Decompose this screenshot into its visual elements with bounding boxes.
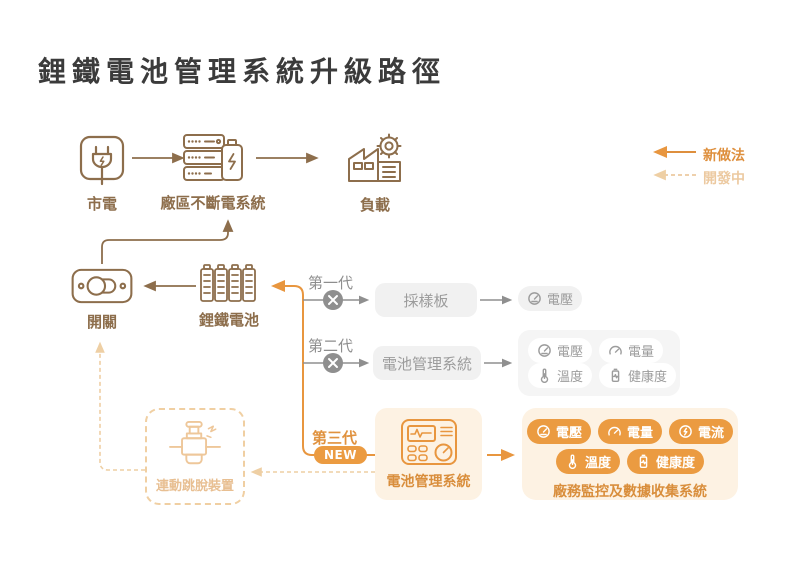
- metric-label: 溫度: [557, 370, 584, 385]
- trip-device-box: 連動跳脫裝置: [145, 408, 245, 505]
- gauge-icon: [527, 291, 542, 306]
- battery-pack-icon: [200, 264, 258, 302]
- gen3-bms-box: 電池管理系統: [375, 408, 482, 500]
- legend-new-method: 新做法: [703, 148, 745, 164]
- gen2-bms-box: 電池管理系統: [373, 346, 481, 380]
- metric-label: 溫度: [584, 456, 611, 471]
- page-title: 鋰鐵電池管理系統升級路徑: [38, 55, 447, 88]
- gen2-metrics-container: 電壓 電量 溫度 健康度: [518, 330, 680, 396]
- metric-label: 電量: [628, 345, 655, 360]
- connector-trip-to-switch: [95, 341, 145, 471]
- gen1-label: 第一代: [308, 274, 354, 292]
- trip-device-label: 連動跳脫裝置: [155, 479, 234, 494]
- metric-label: 電壓: [555, 426, 582, 441]
- node-ups: 廠區不斷電系統: [161, 132, 266, 213]
- bms-device-icon: [400, 418, 458, 466]
- node-load-label: 負載: [359, 196, 390, 214]
- metric-badge-voltage: 電壓: [518, 286, 583, 311]
- ups-server-icon: [182, 132, 244, 185]
- thermometer-icon: [565, 454, 580, 469]
- metric-label: 電流: [698, 426, 725, 441]
- gen3-label: 第三代: [312, 429, 358, 447]
- node-ups-label: 廠區不斷電系統: [160, 194, 266, 212]
- metric-badge-capacity: 電量: [599, 338, 664, 363]
- metric-badge-temperature: 溫度: [528, 363, 593, 388]
- node-battery-label: 鋰鐵電池: [198, 311, 259, 329]
- node-load: 負載: [345, 131, 405, 215]
- connector-trunk-gen3-to-battery: [271, 280, 375, 456]
- metric-label: 電壓: [557, 345, 584, 360]
- meter-icon: [607, 424, 622, 439]
- gen1-sampling-board-box: 採樣板: [375, 283, 477, 317]
- power-plug-icon: [78, 134, 126, 186]
- deprecated-cross-icon: [323, 353, 343, 373]
- node-mains-label: 市電: [86, 195, 117, 213]
- gen2-label: 第二代: [308, 337, 354, 355]
- metric-badge-capacity: 電量: [598, 419, 663, 444]
- switch-icon: [70, 268, 134, 304]
- metric-badge-voltage: 電壓: [528, 338, 593, 363]
- meter-icon: [608, 343, 623, 358]
- metric-badge-health: 健康度: [627, 449, 705, 474]
- connector-switch-to-ups: [101, 219, 234, 264]
- node-mains: 市電: [72, 134, 132, 214]
- metric-label: 健康度: [628, 370, 668, 385]
- metric-label: 電壓: [547, 293, 574, 308]
- battery-health-icon: [636, 454, 651, 469]
- legend-in-development: 開發中: [703, 171, 745, 187]
- thermometer-icon: [537, 368, 552, 383]
- node-battery: 鋰鐵電池: [198, 264, 260, 330]
- metric-badge-voltage: 電壓: [526, 419, 591, 444]
- node-switch-label: 開關: [86, 313, 117, 331]
- metric-badge-temperature: 溫度: [555, 449, 620, 474]
- metric-label: 健康度: [656, 456, 696, 471]
- factory-gear-icon: [344, 131, 406, 187]
- gen1-badge-group: 電壓: [518, 286, 583, 311]
- current-icon: [678, 424, 693, 439]
- metric-badge-current: 電流: [669, 419, 734, 444]
- metric-badge-health: 健康度: [599, 363, 677, 388]
- gauge-icon: [537, 343, 552, 358]
- metric-label: 電量: [627, 426, 654, 441]
- trip-device-icon: [168, 420, 222, 470]
- gen3-new-badge: NEW: [314, 446, 367, 464]
- gen3-monitor-label: 廠務監控及數據收集系統: [553, 484, 707, 500]
- battery-health-icon: [608, 368, 623, 383]
- gauge-icon: [536, 424, 551, 439]
- gen3-bms-label: 電池管理系統: [386, 474, 471, 490]
- gen3-monitor-container: 電壓 電量 電流 溫度 健康度 廠務監控及數據收集系統: [522, 408, 738, 500]
- deprecated-cross-icon: [323, 290, 343, 310]
- node-switch: 開關: [70, 268, 134, 332]
